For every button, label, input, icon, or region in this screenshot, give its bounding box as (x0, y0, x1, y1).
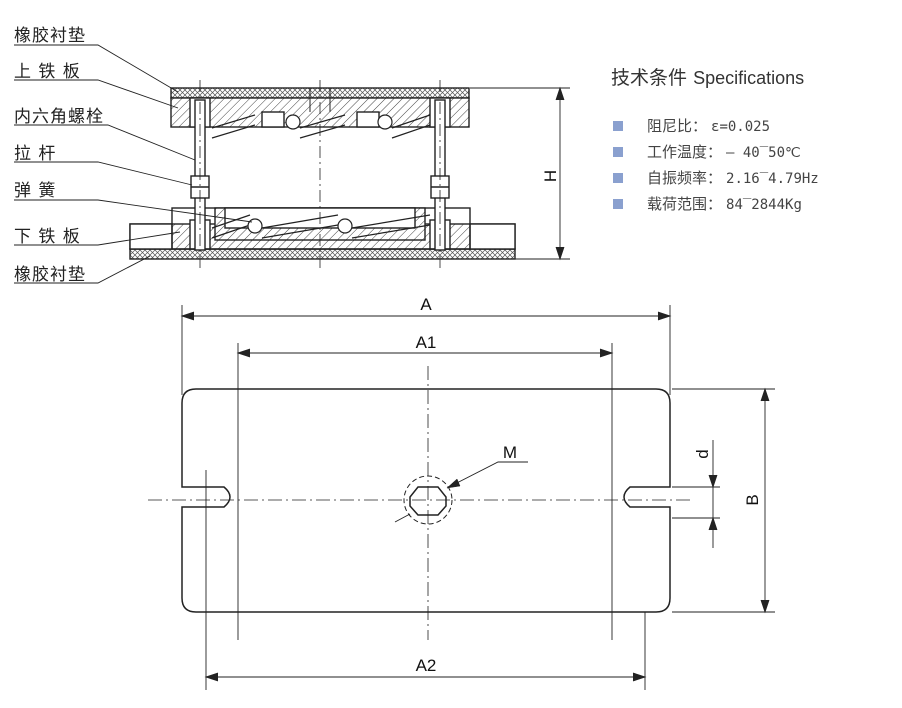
square-bullet-icon (613, 199, 623, 209)
specifications-title-en: Specifications (693, 68, 805, 88)
dimension-a2-label: A2 (416, 656, 437, 675)
spec-value: 2.16‾4.79Hz (726, 171, 819, 187)
label-spring: 弹 簧 (14, 181, 57, 201)
label-top-rubber-pad: 橡胶衬垫 (14, 26, 86, 46)
square-bullet-icon (613, 147, 623, 157)
spec-label: 工作温度： (647, 143, 723, 161)
spec-value: — 40‾50℃ (726, 145, 801, 161)
label-lower-iron-plate: 下 铁 板 (14, 227, 81, 247)
square-bullet-icon (613, 121, 623, 131)
spec-value: 84‾2844Kg (726, 197, 802, 213)
spec-item: 载荷范围：84‾2844Kg (613, 195, 819, 221)
label-upper-iron-plate: 上 铁 板 (14, 62, 81, 82)
section-view (14, 44, 570, 284)
spec-label: 阻尼比： (647, 117, 708, 135)
spring (211, 114, 431, 239)
spec-label: 载荷范围： (647, 195, 723, 213)
square-bullet-icon (613, 173, 623, 183)
bolt-m-label: M (503, 443, 517, 462)
dimension-a-label: A (420, 295, 432, 314)
spec-item: 阻尼比：ε=0.025 (613, 117, 819, 143)
specifications-title-cn: 技术条件 (611, 67, 688, 89)
dimension-a1-label: A1 (416, 333, 437, 352)
plan-view (148, 305, 775, 690)
specifications-list: 阻尼比：ε=0.025 工作温度：— 40‾50℃ 自振频率：2.16‾4.79… (613, 117, 819, 221)
dimension-b-label: B (743, 494, 762, 505)
dimension-h-label: H (541, 170, 560, 182)
spec-label: 自振频率： (647, 169, 723, 187)
dimension-d-label: d (693, 449, 712, 458)
label-pull-rod: 拉 杆 (14, 144, 57, 164)
specifications-title: 技术条件 Specifications (611, 63, 804, 90)
label-bottom-rubber-pad: 橡胶衬垫 (14, 265, 86, 285)
spec-value: ε=0.025 (711, 119, 771, 135)
label-hex-bolt: 内六角螺栓 (14, 107, 104, 127)
bottom-rubber-pad (129, 248, 516, 260)
spec-item: 自振频率：2.16‾4.79Hz (613, 169, 819, 195)
spec-item: 工作温度：— 40‾50℃ (613, 143, 819, 169)
